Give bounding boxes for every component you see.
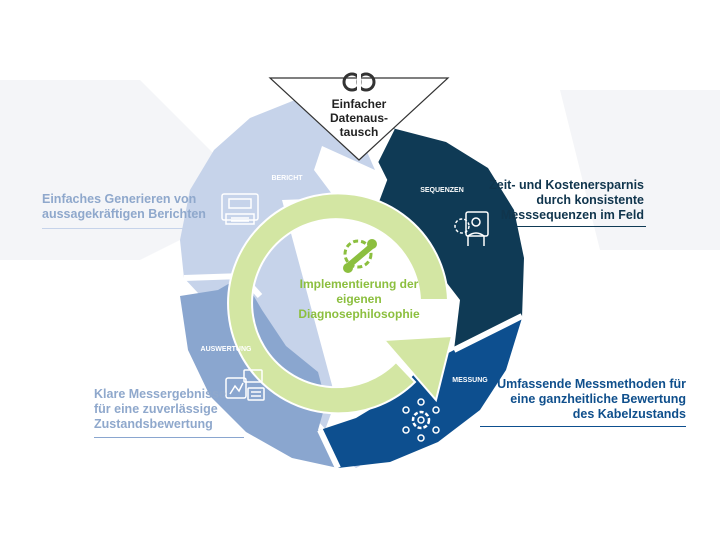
- background-shape: [560, 90, 720, 250]
- callout-bericht: Einfaches Generieren von aussagekräftige…: [42, 192, 206, 222]
- callout-rule: [42, 228, 226, 229]
- callout-sequenzen: Zeit- und Kostenersparnis durch konsiste…: [489, 178, 644, 223]
- sync-link-icon: [342, 72, 376, 92]
- callout-line: durch konsistente: [536, 193, 644, 207]
- callout-line: Umfassende Messmethoden für: [497, 377, 686, 391]
- center-label-line: Diagnosephilosophie: [298, 307, 420, 321]
- segment-bericht[interactable]: [180, 90, 375, 468]
- charts-icon: [225, 369, 265, 401]
- callout-line: für eine zuverlässige: [94, 402, 218, 416]
- segment-separator: [369, 126, 395, 214]
- center-label-line: Implementierung der: [300, 277, 419, 291]
- gear-wrench-icon: [343, 239, 377, 273]
- callout-line: Zustandsbewertung: [94, 417, 213, 431]
- callout-line: eine ganzheitliche Bewertung: [510, 392, 686, 406]
- callout-messung: Umfassende Messmethoden für eine ganzhei…: [497, 377, 686, 422]
- callout-line: Messsequenzen im Feld: [500, 208, 644, 222]
- center-ring: [227, 192, 450, 415]
- top-label-line: Datenaus-: [330, 111, 388, 125]
- callout-line: Einfaches Generieren von: [42, 192, 197, 206]
- callout-rule: [94, 437, 244, 438]
- segment-separator: [452, 313, 524, 353]
- person-gear-icon: [454, 211, 489, 246]
- segment-sequenzen[interactable]: [372, 128, 524, 350]
- top-label-line: tausch: [340, 125, 379, 139]
- segment-messung[interactable]: [320, 318, 522, 468]
- top-label-line: Einfacher: [332, 97, 387, 111]
- callout-auswertung: Klare Messergebnisse für eine zuverlässi…: [94, 387, 226, 432]
- segment-label-auswertung: AUSWERTUNG: [201, 346, 252, 353]
- callout-line: Zeit- und Kostenersparnis: [489, 178, 644, 192]
- center-label-line: eigenen: [336, 292, 381, 306]
- segment-label-bericht: BERICHT: [271, 175, 303, 182]
- network-gear-icon: [402, 398, 440, 442]
- segment-separator: [317, 428, 341, 470]
- printer-report-icon: [221, 193, 259, 225]
- callout-line: aussagekräftigen Berichten: [42, 207, 206, 221]
- callout-line: Klare Messergebnisse: [94, 387, 227, 401]
- callout-rule: [508, 226, 646, 227]
- segment-label-sequenzen: SEQUENZEN: [420, 187, 464, 194]
- segment-label-messung: MESSUNG: [452, 377, 488, 384]
- callout-line: des Kabelzustands: [572, 407, 686, 421]
- callout-rule: [480, 426, 686, 427]
- center-arrow-head: [381, 334, 454, 403]
